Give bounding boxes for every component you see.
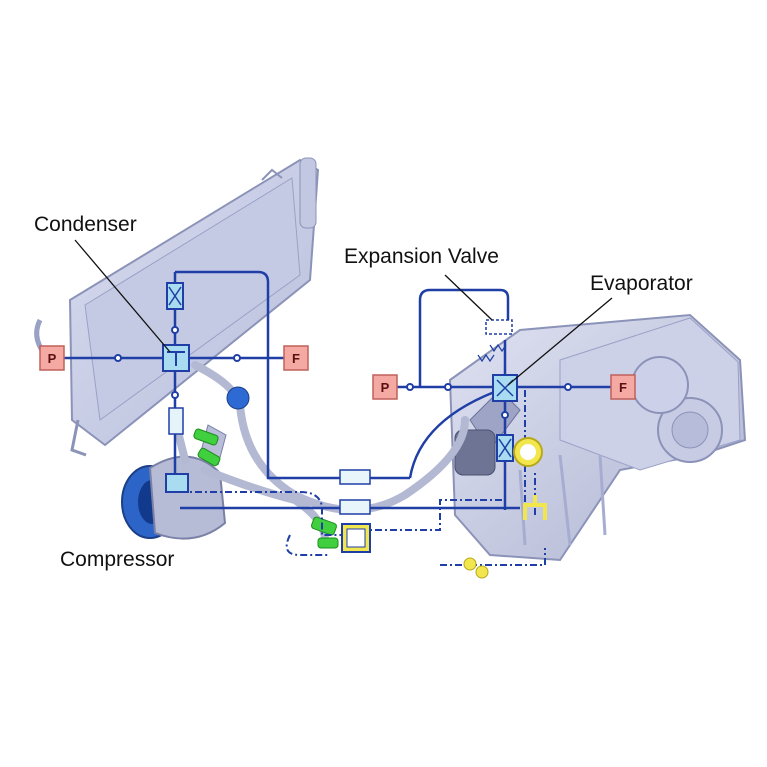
expansion-valve-leader-line <box>444 274 493 321</box>
compressor-valve <box>165 473 189 493</box>
evaporator-label: Evaporator <box>590 272 693 295</box>
control-module <box>341 523 371 553</box>
condenser-lower-valve <box>168 407 184 435</box>
p-marker-right-label: P <box>381 380 390 395</box>
condenser-valve <box>162 344 190 372</box>
fan-motor-symbol <box>523 495 547 520</box>
condenser-label: Condenser <box>34 213 137 236</box>
condenser-unit <box>34 157 320 457</box>
p-marker-right: P <box>372 374 398 400</box>
evaporator-lower-valve <box>496 434 514 462</box>
f-marker-left-label: F <box>292 351 300 366</box>
temperature-gauge <box>513 437 543 467</box>
p-marker-left: P <box>39 345 65 371</box>
f-marker-right: F <box>610 374 636 400</box>
f-marker-left: F <box>283 345 309 371</box>
p-marker-left-label: P <box>48 351 57 366</box>
green-hose-fittings <box>193 428 339 549</box>
leader-lines <box>74 239 613 386</box>
receiver-drier <box>226 386 250 410</box>
condenser-leader-line <box>74 239 171 353</box>
junction-dots <box>114 326 572 419</box>
pipe-sensor-upper <box>339 469 371 485</box>
condenser-bypass-valve <box>166 282 184 310</box>
hvac-housing <box>448 313 747 562</box>
evaporator-leader-line <box>507 297 613 386</box>
expansion-valve-symbol <box>477 319 513 363</box>
expansion-valve-label: Expansion Valve <box>344 245 499 268</box>
pipe-sensor-lower <box>339 499 371 515</box>
evaporator-valve <box>492 374 518 402</box>
f-marker-right-label: F <box>619 380 627 395</box>
compressor-label: Compressor <box>60 548 175 571</box>
pressure-switch-symbol <box>463 557 489 579</box>
